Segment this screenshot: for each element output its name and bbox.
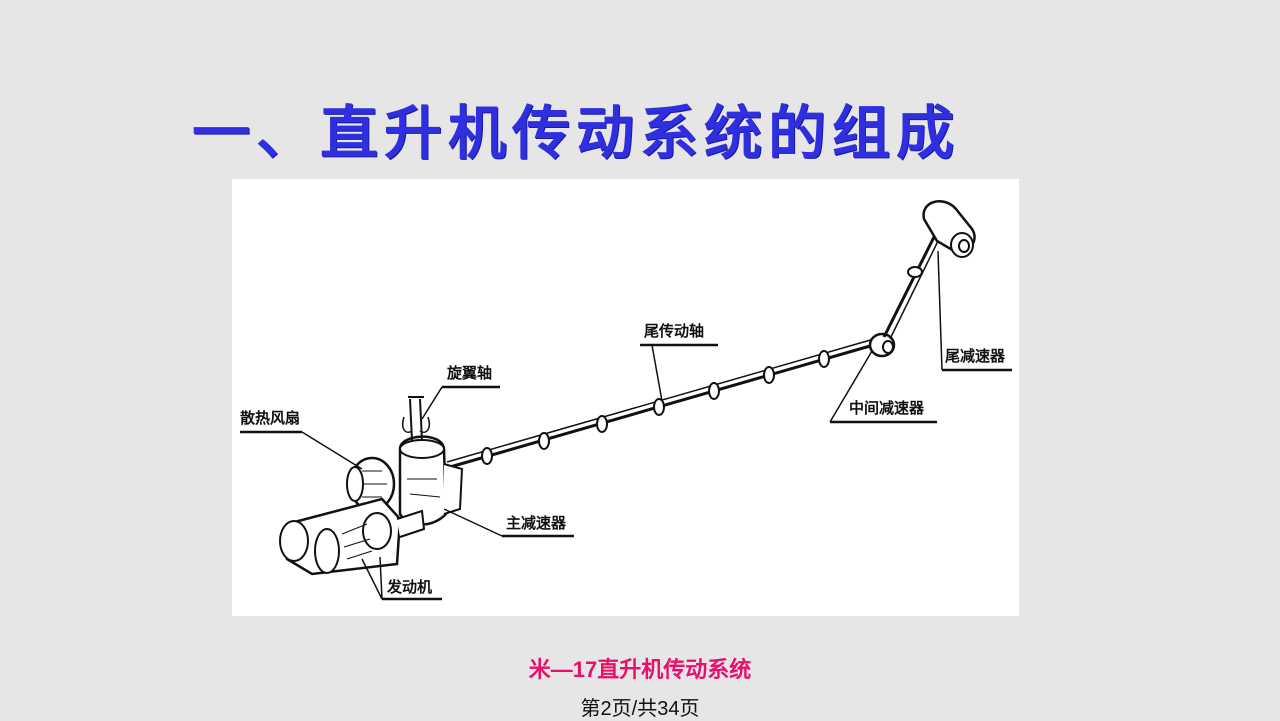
label-engine: 发动机 [387,578,433,596]
transmission-diagram: 旋翼轴 散热风扇 尾传动轴 主减速器 发动机 中间减速器 尾减速器 [232,179,1019,616]
tail-gearbox [922,200,976,258]
rotor-shaft [401,396,431,442]
label-tail-gearbox: 尾减速器 [945,347,1006,365]
transmission-drawing [240,200,1012,601]
page-number: 第2页/共34页 [580,698,700,720]
figure-caption: 米—17直升机传动系统 [528,657,752,682]
label-cooling-fan: 散热风扇 [240,409,301,427]
main-gearbox [398,435,464,526]
slide-title: 一、直升机传动系统的组成 [192,99,961,167]
label-main-gearbox: 主减速器 [506,514,567,532]
cooling-fan [346,456,396,512]
label-intermediate-gearbox: 中间减速器 [849,399,925,417]
intermediate-gearbox [868,332,896,358]
leader-lines [240,250,1012,601]
engines [279,497,426,576]
label-rotor-shaft: 旋翼轴 [447,364,493,382]
label-tail-shaft: 尾传动轴 [644,322,705,340]
